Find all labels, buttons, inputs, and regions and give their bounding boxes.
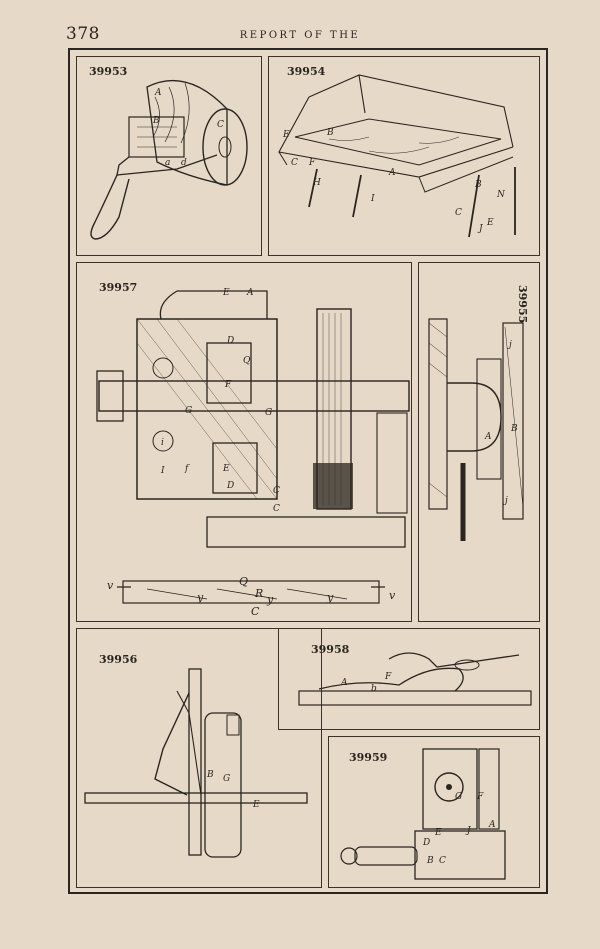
figure-number: 39957 bbox=[99, 281, 138, 294]
figure-number: 39958 bbox=[311, 643, 350, 656]
svg-text:A: A bbox=[154, 88, 162, 98]
svg-text:a: a bbox=[165, 158, 170, 168]
detail-letter: C bbox=[251, 605, 260, 618]
svg-text:A: A bbox=[388, 168, 396, 178]
svg-text:A: A bbox=[246, 288, 254, 298]
svg-text:J: J bbox=[477, 224, 484, 234]
svg-text:E: E bbox=[252, 800, 260, 810]
svg-text:b: b bbox=[371, 684, 377, 694]
svg-text:F: F bbox=[308, 158, 316, 168]
detail-letter: Q bbox=[239, 575, 249, 588]
svg-text:f: f bbox=[184, 464, 190, 474]
svg-text:E: E bbox=[222, 464, 230, 474]
svg-text:B: B bbox=[326, 128, 334, 138]
svg-text:F: F bbox=[384, 672, 392, 682]
figure-number: 39953 bbox=[89, 65, 128, 78]
svg-text:E: E bbox=[434, 828, 442, 838]
detail-letter: y bbox=[267, 593, 274, 606]
svg-text:j: j bbox=[507, 340, 512, 350]
svg-text:F: F bbox=[476, 792, 484, 802]
svg-text:B: B bbox=[510, 424, 518, 434]
svg-text:C: C bbox=[455, 208, 462, 218]
page-number: 378 bbox=[66, 24, 100, 44]
svg-text:C: C bbox=[291, 158, 298, 168]
svg-text:G: G bbox=[185, 406, 192, 416]
svg-text:Q: Q bbox=[243, 356, 251, 366]
figure-number: 39956 bbox=[99, 653, 138, 666]
svg-text:A: A bbox=[484, 432, 492, 442]
detail-letter: R bbox=[255, 587, 264, 600]
svg-text:B: B bbox=[426, 856, 434, 866]
svg-text:N: N bbox=[496, 190, 506, 200]
svg-text:E: E bbox=[222, 288, 230, 298]
svg-text:E: E bbox=[486, 218, 494, 228]
detail-letter: y bbox=[327, 591, 334, 604]
svg-text:G: G bbox=[223, 774, 230, 784]
figure-number: 39954 bbox=[287, 65, 326, 78]
svg-text:A: A bbox=[488, 820, 496, 830]
shoe-tool-drawing: A Fb bbox=[298, 652, 532, 706]
running-head: REPORT OF THE bbox=[239, 30, 361, 41]
svg-text:B: B bbox=[206, 770, 214, 780]
figure-number: 39959 bbox=[349, 751, 388, 764]
svg-text:G: G bbox=[455, 792, 462, 802]
svg-text:B: B bbox=[474, 180, 482, 190]
svg-text:A: A bbox=[340, 678, 348, 688]
svg-text:D: D bbox=[226, 481, 234, 491]
detail-strip-drawing bbox=[117, 580, 385, 604]
detail-letter: v bbox=[389, 589, 396, 602]
roller-handle-drawing: A B Ca d bbox=[90, 79, 248, 240]
svg-text:J: J bbox=[465, 826, 472, 836]
svg-text:D: D bbox=[422, 838, 430, 848]
svg-text:C: C bbox=[273, 504, 280, 514]
svg-text:C: C bbox=[439, 856, 446, 866]
svg-text:D: D bbox=[226, 336, 234, 346]
svg-text:C: C bbox=[273, 486, 280, 496]
svg-text:j: j bbox=[503, 496, 508, 506]
svg-text:F: F bbox=[224, 380, 232, 390]
svg-text:d: d bbox=[181, 158, 187, 168]
svg-text:I: I bbox=[160, 466, 165, 476]
svg-text:H: H bbox=[312, 178, 321, 188]
svg-text:C: C bbox=[217, 120, 224, 130]
svg-text:B: B bbox=[152, 116, 160, 126]
figure-plate-frame bbox=[68, 48, 548, 894]
detail-letter: v bbox=[107, 579, 114, 592]
svg-text:I: I bbox=[370, 194, 375, 204]
svg-text:E: E bbox=[282, 130, 290, 140]
svg-text:i: i bbox=[161, 438, 164, 448]
detail-letter: y bbox=[197, 591, 204, 604]
svg-text:G: G bbox=[265, 408, 272, 418]
